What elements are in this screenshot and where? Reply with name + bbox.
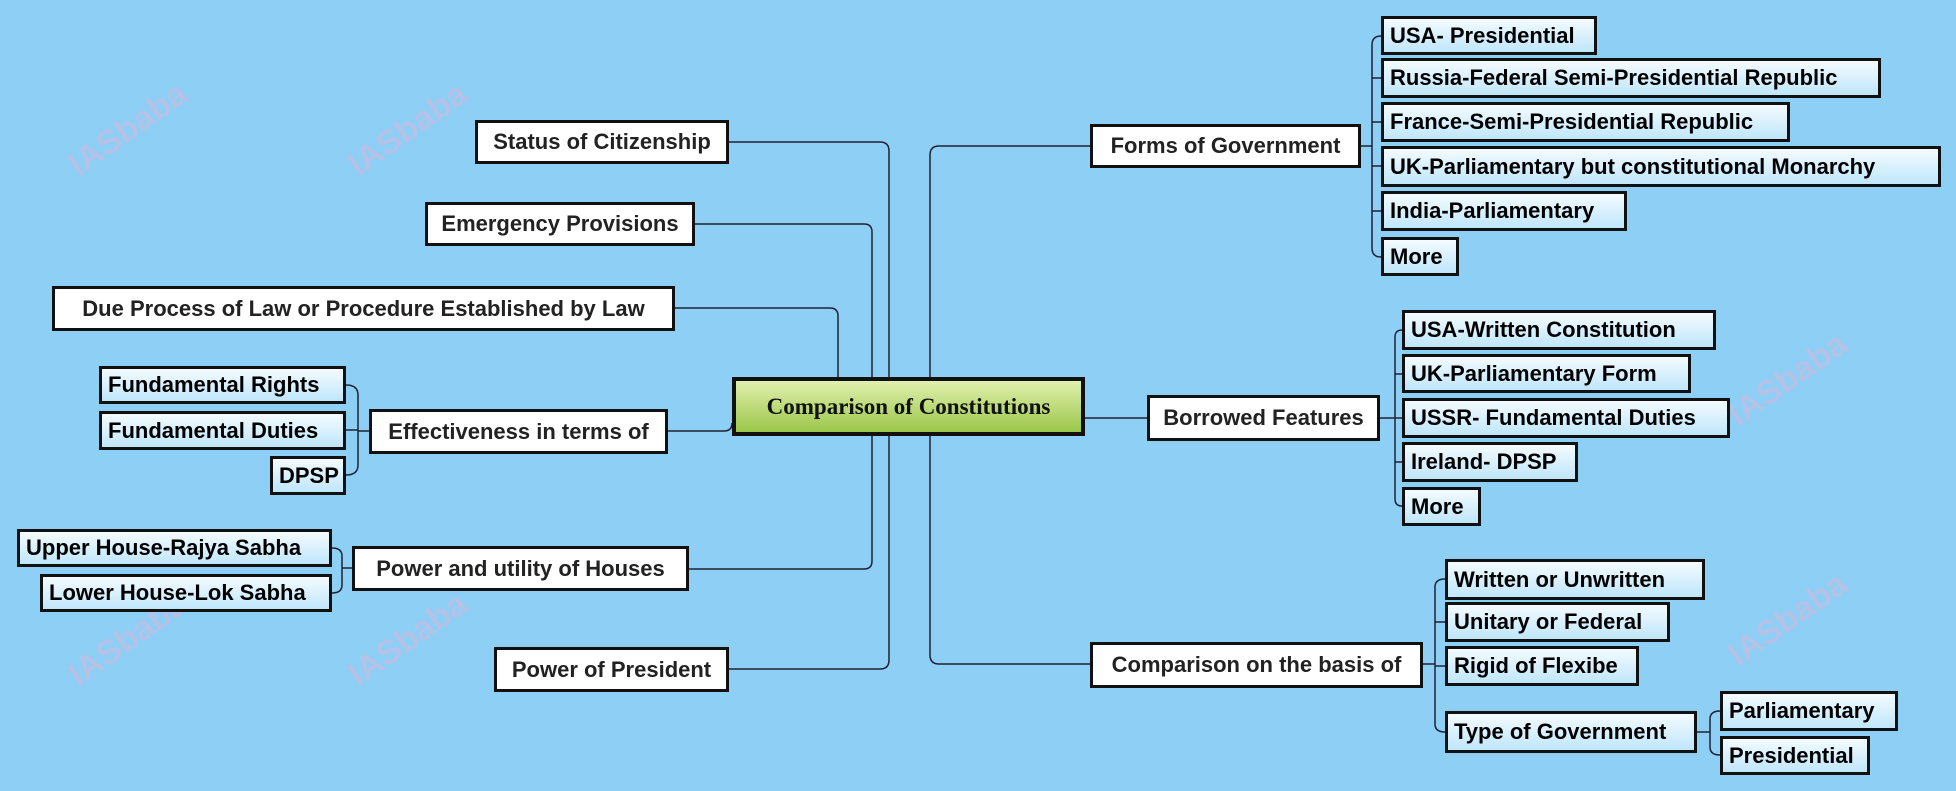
subtopic-lower-house[interactable]: Lower House-Lok Sabha xyxy=(40,574,332,612)
central-topic[interactable]: Comparison of Constitutions xyxy=(732,377,1085,436)
topic-houses[interactable]: Power and utility of Houses xyxy=(352,546,689,591)
subtopic-rigid-flexible[interactable]: Rigid of Flexibe xyxy=(1445,646,1639,686)
subtopic-ussr[interactable]: USSR- Fundamental Duties xyxy=(1402,398,1730,438)
subtopic-written-unwritten[interactable]: Written or Unwritten xyxy=(1445,559,1705,600)
subtopic-more[interactable]: More xyxy=(1402,487,1481,526)
subtopic-russia[interactable]: Russia-Federal Semi-Presidential Republi… xyxy=(1381,58,1881,98)
subtopic-usa-written[interactable]: USA-Written Constitution xyxy=(1402,310,1716,350)
topic-power-of-president[interactable]: Power of President xyxy=(494,647,729,692)
subtopic-uk-parliamentary[interactable]: UK-Parliamentary Form xyxy=(1402,354,1691,393)
subtopic-uk[interactable]: UK-Parliamentary but constitutional Mona… xyxy=(1381,146,1941,187)
subtopic-parliamentary[interactable]: Parliamentary xyxy=(1720,691,1898,731)
topic-due-process[interactable]: Due Process of Law or Procedure Establis… xyxy=(52,286,675,331)
topic-borrowed-features[interactable]: Borrowed Features xyxy=(1147,395,1380,441)
subtopic-ireland[interactable]: Ireland- DPSP xyxy=(1402,442,1578,482)
subtopic-presidential[interactable]: Presidential xyxy=(1720,736,1870,775)
topic-emergency-provisions[interactable]: Emergency Provisions xyxy=(425,202,695,246)
subtopic-france[interactable]: France-Semi-Presidential Republic xyxy=(1381,102,1790,142)
subtopic-dpsp[interactable]: DPSP xyxy=(270,456,346,495)
subtopic-usa-presidential[interactable]: USA- Presidential xyxy=(1381,16,1597,55)
subtopic-unitary-federal[interactable]: Unitary or Federal xyxy=(1445,602,1670,642)
subtopic-india[interactable]: India-Parliamentary xyxy=(1381,191,1627,231)
subtopic-fundamental-duties[interactable]: Fundamental Duties xyxy=(99,411,346,450)
topic-forms-of-government[interactable]: Forms of Government xyxy=(1090,124,1361,168)
subtopic-upper-house[interactable]: Upper House-Rajya Sabha xyxy=(17,529,332,567)
subtopic-fundamental-rights[interactable]: Fundamental Rights xyxy=(99,366,346,404)
topic-effectiveness[interactable]: Effectiveness in terms of xyxy=(369,409,668,454)
subtopic-more[interactable]: More xyxy=(1381,237,1459,276)
topic-comparison-basis[interactable]: Comparison on the basis of xyxy=(1090,642,1423,688)
topic-status-citizenship[interactable]: Status of Citizenship xyxy=(475,120,729,164)
subtopic-type-of-government[interactable]: Type of Government xyxy=(1445,711,1697,753)
